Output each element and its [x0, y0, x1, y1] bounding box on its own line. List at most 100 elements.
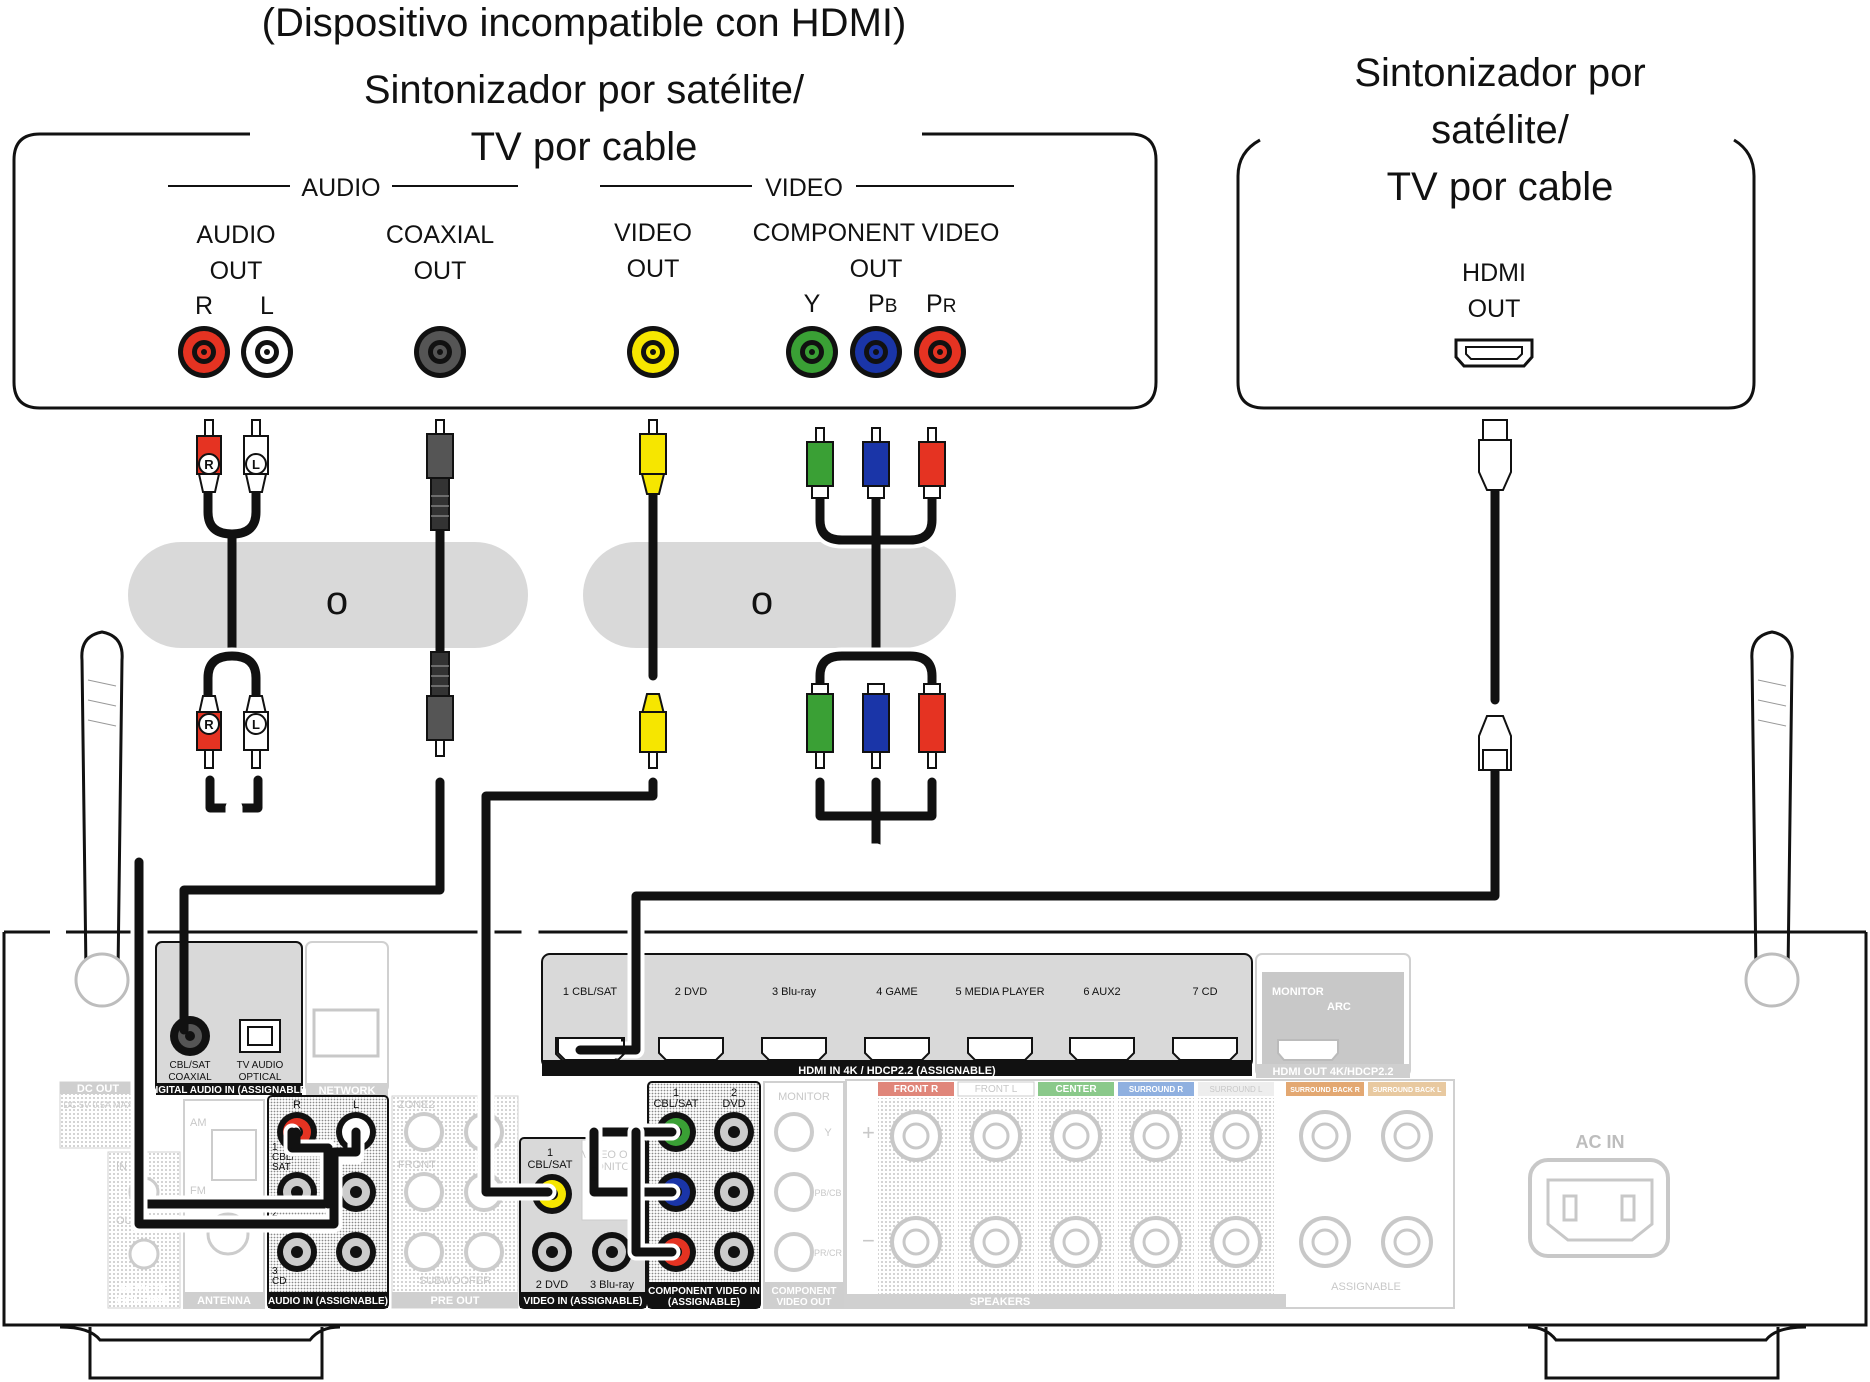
network-label: NETWORK — [319, 1085, 376, 1097]
speaker-center-label: CENTER — [1055, 1084, 1097, 1095]
optical-label-2: OPTICAL — [239, 1072, 282, 1083]
component-y-plug-bottom — [806, 683, 834, 769]
audio-in-cbl-2: SAT — [272, 1162, 291, 1173]
speaker-surround-r-label: SURROUND R — [1129, 1085, 1183, 1094]
comp-in-dvd-label: DVD — [722, 1098, 745, 1110]
audio-out-l-label: L — [260, 292, 274, 320]
component-pb-plug-bottom — [862, 683, 890, 769]
coaxial-plug-bottom — [426, 651, 454, 757]
zone2-label: ZONE2 — [398, 1099, 435, 1111]
comp-in-cbl-label: CBL/SAT — [653, 1098, 698, 1110]
audio-group-label: AUDIO — [301, 174, 380, 202]
fm-label: FM — [190, 1185, 206, 1197]
left-foot — [88, 1327, 324, 1380]
audio-r-plug-top: R — [196, 419, 222, 493]
hdmi-out-label-line2: OUT — [1468, 295, 1521, 323]
audio-in-l-label: L — [353, 1099, 359, 1111]
hdmi-in-4-label: 4 GAME — [876, 986, 918, 998]
hdmi-out-label-line1: HDMI — [1462, 259, 1526, 287]
video-plug-top — [639, 419, 667, 495]
speaker-front-r-label: FRONT R — [894, 1084, 939, 1095]
audio-out-r-label: R — [195, 292, 213, 320]
component-video-cable — [521, 477, 941, 1261]
hdmi-in-port-2 — [658, 1037, 724, 1061]
speaker-minus: − — [862, 1228, 875, 1253]
hdmi-in-port-6 — [1069, 1037, 1135, 1061]
hdmi-in-3-label: 3 Blu-ray — [772, 986, 817, 998]
right-source-device: Sintonizador por satélite/ TV por cable … — [1236, 51, 1756, 410]
video-choice-band — [583, 542, 956, 648]
component-out-label-line1: COMPONENT VIDEO — [753, 219, 1000, 247]
comp-in-cbl-num: 1 — [673, 1087, 679, 1099]
antenna-label: ANTENNA — [197, 1295, 251, 1307]
video-plug-bottom — [639, 693, 667, 769]
audio-in-label: AUDIO IN (ASSIGNABLE) — [268, 1296, 388, 1307]
hdmi-out-port — [1277, 1039, 1339, 1061]
coax-label-2: COAXIAL — [168, 1072, 212, 1083]
video-in-bluray-label: 3 Blu-ray — [590, 1279, 635, 1291]
optical-label-1: TV AUDIO — [237, 1060, 284, 1071]
hdmi-plug-top — [1478, 419, 1512, 491]
comp-in-dvd-num: 2 — [731, 1087, 737, 1099]
audio-l-plug-top: L — [243, 419, 269, 493]
video-out-label-line2: OUT — [627, 255, 680, 283]
component-pr-label: PR — [926, 290, 956, 318]
arc-label: ARC — [1327, 1001, 1351, 1013]
hdmi-in-2-label: 2 DVD — [675, 986, 707, 998]
coaxial-out-label-line2: OUT — [414, 257, 467, 285]
coax-label-1: CBL/SAT — [170, 1060, 211, 1071]
component-pb-jack — [850, 326, 902, 378]
remote-label-2: CONTROL — [117, 1295, 172, 1307]
speaker-front-l-label: FRONT L — [975, 1084, 1018, 1095]
component-out-label-line2: OUT — [850, 255, 903, 283]
hdmi-in-label: HDMI IN 4K / HDCP2.2 (ASSIGNABLE) — [798, 1065, 996, 1077]
speakers-label: SPEAKERS — [970, 1296, 1031, 1308]
video-group-label: VIDEO — [765, 174, 843, 202]
component-pr-plug-bottom — [918, 683, 946, 769]
left-device-outline — [12, 132, 1158, 410]
audio-in-cd-num: 3 — [272, 1266, 278, 1277]
comp-out-monitor-label: MONITOR — [778, 1091, 830, 1103]
comp-out-pb-label: PB/CB — [814, 1188, 841, 1198]
video-choice-label: o — [751, 579, 773, 623]
hdmi-in-6-label: 6 AUX2 — [1083, 986, 1120, 998]
hdmi-in-inputs: 1 CBL/SAT 2 DVD 3 Blu-ray 4 GAME 5 MEDIA… — [563, 986, 1218, 998]
audio-r-plug-bottom-letter: R — [204, 717, 214, 732]
audio-out-r-jack — [178, 326, 230, 378]
audio-out-l-jack — [241, 326, 293, 378]
component-y-jack — [786, 326, 838, 378]
speaker-plus: + — [862, 1120, 875, 1145]
video-in-label: VIDEO IN (ASSIGNABLE) — [524, 1296, 643, 1307]
audio-in-r-label: R — [293, 1099, 301, 1111]
left-antenna-icon — [74, 630, 130, 1008]
component-y-plug-top — [806, 427, 834, 499]
coaxial-out-label-line1: COAXIAL — [386, 221, 494, 249]
subwoofer-label: SUBWOOFER — [419, 1275, 491, 1287]
video-out-label-line1: VIDEO — [614, 219, 692, 247]
video-in-cbl-num: 1 — [547, 1147, 553, 1159]
coaxial-plug-top — [426, 419, 454, 531]
component-pb-label: PB — [868, 290, 897, 318]
remote-in-label: IN — [116, 1161, 127, 1173]
hdmi-in-7-label: 7 CD — [1192, 986, 1217, 998]
comp-out-y-label: Y — [824, 1127, 832, 1139]
speaker-back-r-label: SURROUND BACK R — [1290, 1087, 1360, 1094]
hdmi-plug-bottom — [1478, 715, 1512, 771]
video-in-dvd-label: 2 DVD — [536, 1279, 568, 1291]
audio-cable — [130, 467, 365, 1233]
right-foot — [1544, 1327, 1780, 1380]
right-device-title-line3: TV por cable — [1387, 165, 1614, 209]
speaker-terminals: + − FRONT R FRONT L CENTER SURROUND R SU… — [845, 1079, 1455, 1309]
hdmi-cable — [571, 483, 1504, 1059]
audio-l-plug-bottom: L — [243, 695, 269, 769]
comp-out-label-2: VIDEO OUT — [776, 1297, 831, 1308]
network-port-icon — [312, 1008, 380, 1058]
remote-label-1: REMOTE — [120, 1283, 167, 1295]
dc-out-spec: DC 5V 0.5A MAX — [63, 1100, 132, 1110]
hdmi-in-port-3 — [761, 1037, 827, 1061]
speakers-assignable-label: ASSIGNABLE — [1331, 1281, 1401, 1293]
audio-in-dvd-num: 2 — [272, 1208, 278, 1219]
am-label: AM — [190, 1117, 207, 1129]
digital-audio-label: DIGITAL AUDIO IN (ASSIGNABLE) — [148, 1085, 309, 1096]
